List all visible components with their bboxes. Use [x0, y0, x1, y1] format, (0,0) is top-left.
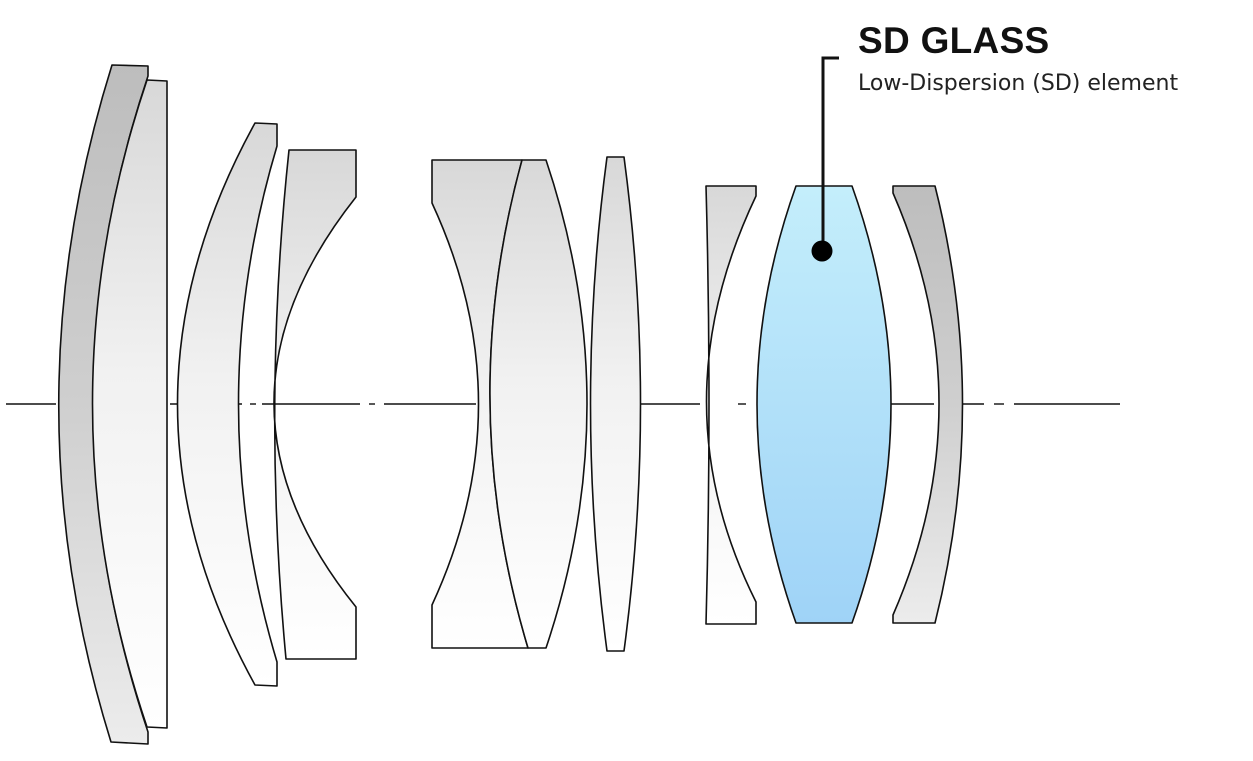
lens-element-6 [489, 159, 588, 649]
lens-element-3 [176, 122, 278, 687]
callout-subtitle: Low-Dispersion (SD) element [858, 71, 1179, 96]
lens-element-4 [273, 149, 357, 660]
lens-element-10 [892, 185, 964, 624]
lens-element-7 [589, 156, 642, 652]
lens-element-8 [705, 185, 757, 625]
callout-title: SD GLASS [858, 20, 1050, 61]
sd-glass-element [756, 185, 892, 624]
callout-dot [811, 240, 833, 262]
sd-callout-leader [811, 56, 839, 262]
lens-element-2 [91, 79, 168, 729]
